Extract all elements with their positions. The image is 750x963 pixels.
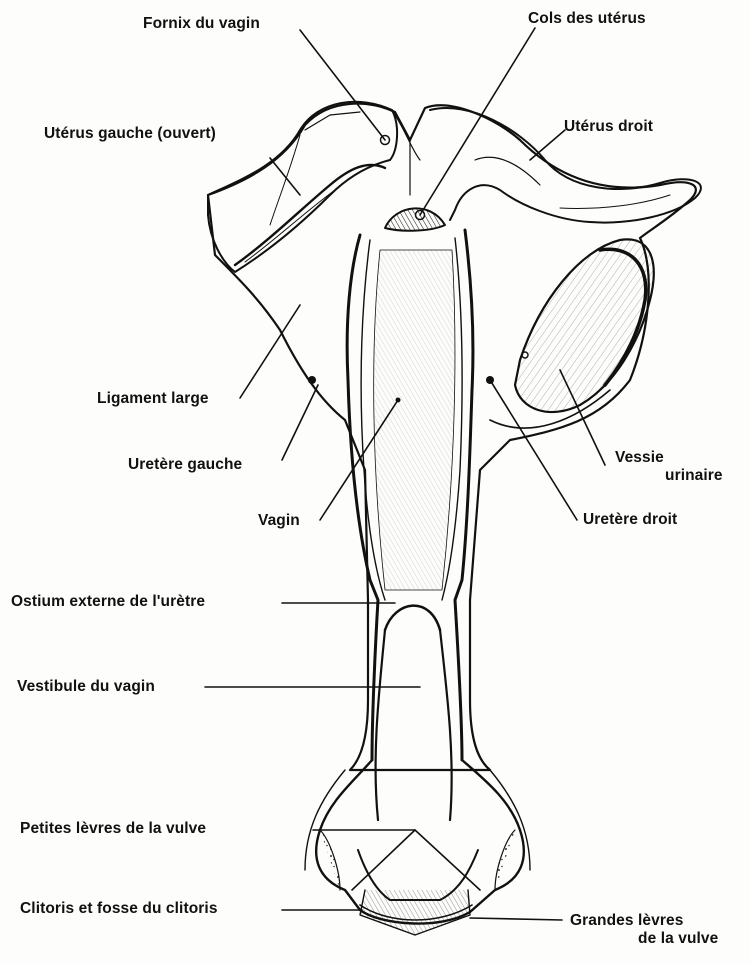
label-uterus-droit: Utérus droit <box>564 118 653 136</box>
label-vessie: Vessie <box>615 449 664 467</box>
label-uretere-droit: Uretère droit <box>583 511 677 529</box>
label-uterus-gauche: Utérus gauche (ouvert) <box>44 125 216 143</box>
label-ostium: Ostium externe de l'urètre <box>11 593 205 611</box>
label-fornix: Fornix du vagin <box>143 15 260 33</box>
label-cols: Cols des utérus <box>528 10 646 28</box>
urethra-opening <box>385 606 440 630</box>
label-ligament: Ligament large <box>97 390 209 408</box>
label-clitoris: Clitoris et fosse du clitoris <box>20 900 218 918</box>
label-vestibule: Vestibule du vagin <box>17 678 155 696</box>
cervix-shape <box>385 208 445 230</box>
label-grandes-levres: Grandes lèvres <box>570 912 683 930</box>
label-petites-levres: Petites lèvres de la vulve <box>20 820 206 838</box>
bladder-shape <box>515 239 654 412</box>
label-vagin: Vagin <box>258 512 300 530</box>
label-grandes-levres-2: de la vulve <box>638 930 718 948</box>
label-uretere-gauche: Uretère gauche <box>128 456 242 474</box>
label-urinaire: urinaire <box>665 467 723 485</box>
